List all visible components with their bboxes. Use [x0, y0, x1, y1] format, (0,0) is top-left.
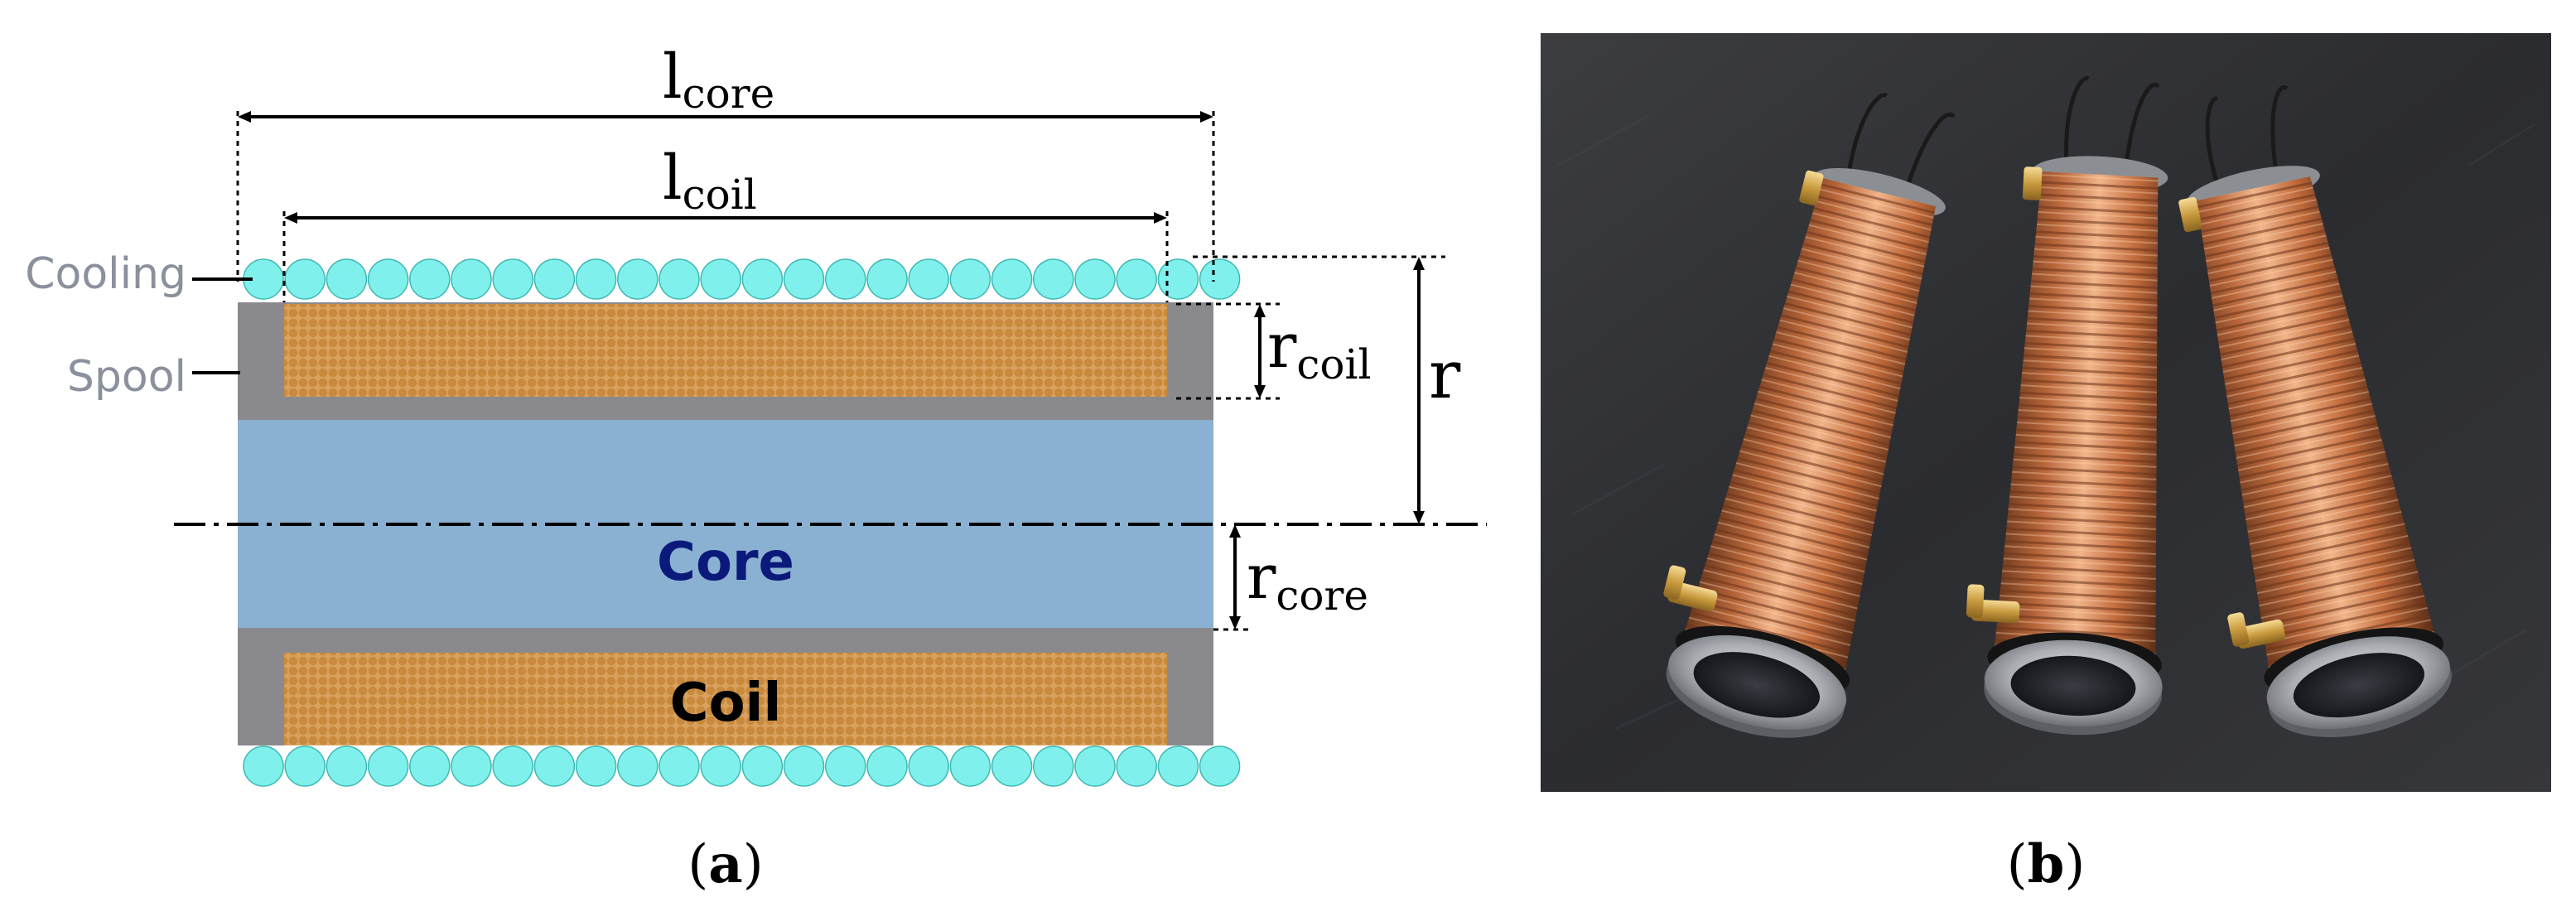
cooling-tube [243, 745, 284, 787]
cooling-tubes-top [243, 258, 1241, 300]
cooling-tube [1074, 258, 1116, 300]
panel-b-photo: (b) [1541, 33, 2551, 895]
cooling-tube [492, 745, 533, 787]
coil-winding-bottom [284, 653, 1167, 745]
cooling-tube [533, 258, 576, 300]
cooling-tube [741, 258, 784, 300]
label-coil: Coil [670, 673, 782, 734]
dim-label-r-core: rcore [1247, 542, 1368, 620]
cooling-tube [409, 745, 451, 787]
cooling-tube [1157, 745, 1199, 787]
cooling-tube [451, 745, 492, 787]
cooling-tube [783, 745, 825, 787]
dim-label-r-coil: rcoil [1267, 311, 1371, 388]
cooling-tube [367, 258, 409, 300]
panel-a-schematic: Cooling Spool Core Coil lcore lcoil rcoi… [25, 41, 1487, 895]
cooling-tube [284, 258, 326, 300]
cooling-tube [949, 745, 991, 787]
dim-label-r: r [1429, 336, 1461, 413]
cooling-tube [451, 258, 492, 300]
photo-coil [1663, 93, 1956, 738]
cooling-tube [991, 258, 1033, 300]
cooling-tube [409, 258, 451, 300]
cooling-tube [617, 745, 658, 787]
cooling-tube [949, 258, 991, 300]
cooling-tube [866, 745, 908, 787]
cooling-tube [575, 258, 617, 300]
cooling-tube [783, 258, 825, 300]
cooling-tube [825, 745, 866, 787]
dim-label-l-core: lcore [663, 41, 774, 118]
cooling-tube [866, 258, 908, 300]
cooling-tube [991, 745, 1033, 787]
cooling-tube [1033, 745, 1074, 787]
cooling-tube [1157, 258, 1199, 300]
cooling-tubes-bottom [243, 745, 1241, 787]
label-spool: Spool [67, 352, 186, 402]
label-cooling: Cooling [25, 249, 186, 299]
cooling-tube [533, 745, 576, 787]
cooling-tube [1199, 745, 1241, 787]
cooling-tube [284, 745, 326, 787]
label-core: Core [657, 532, 794, 593]
cooling-tube [326, 258, 368, 300]
cooling-tube [658, 258, 700, 300]
cooling-tube [326, 745, 368, 787]
cooling-tube [1033, 258, 1074, 300]
cooling-tube [741, 745, 784, 787]
photo-coil [2178, 84, 2452, 738]
cooling-tube [1199, 258, 1241, 300]
cooling-tube [492, 258, 533, 300]
dim-label-l-coil: lcoil [663, 142, 757, 219]
cooling-tube [700, 258, 741, 300]
cooling-tube [1116, 745, 1157, 787]
cooling-tube [658, 745, 700, 787]
cooling-tube [1116, 258, 1157, 300]
photo-coil [1966, 75, 2168, 736]
cooling-tube [367, 745, 409, 787]
cooling-tube [617, 258, 658, 300]
caption-b: (b) [2007, 833, 2086, 895]
coil-winding-top [284, 304, 1167, 397]
cooling-tube [908, 258, 949, 300]
cooling-tube [825, 258, 866, 300]
photo-coil-group [1663, 75, 2452, 738]
cooling-tube [1074, 745, 1116, 787]
cooling-tube [575, 745, 617, 787]
caption-a: (a) [687, 833, 763, 895]
cooling-tube [908, 745, 949, 787]
cooling-tube [700, 745, 741, 787]
